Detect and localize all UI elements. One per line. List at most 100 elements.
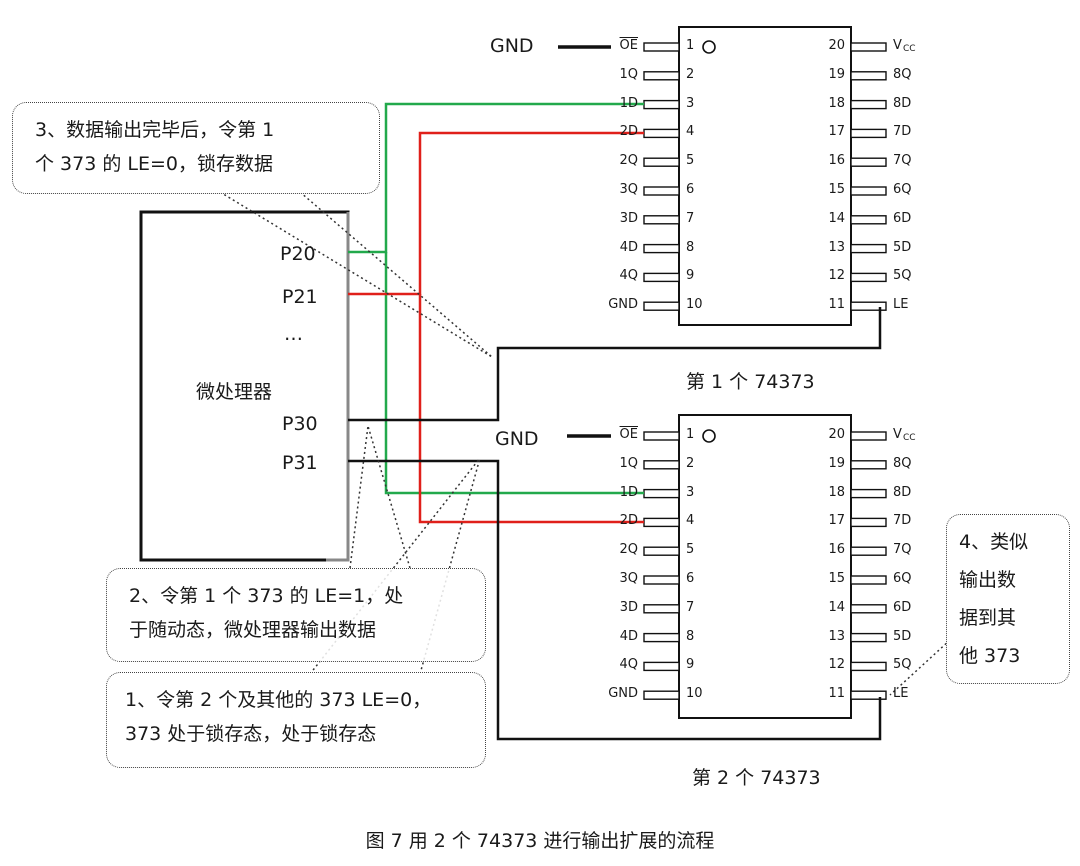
chip2-pin-stub-right-20	[850, 431, 887, 441]
chip2-pin-num-right-18: 18	[828, 484, 845, 500]
chip1-pin-num-left-5: 5	[686, 153, 695, 169]
chip1-pin1-dot	[702, 40, 716, 54]
chip2-pin-num-left-3: 3	[686, 484, 695, 500]
chip2-pin-num-left-4: 4	[686, 513, 695, 529]
callout-step4-line4: 他 373	[959, 645, 1021, 667]
chip1-pin-label-left-9: 4Q	[619, 268, 638, 284]
chip1-pin-num-left-7: 7	[686, 210, 695, 226]
chip1-pin-stub-right-17	[850, 128, 887, 139]
chip1-pin-label-right-11: LE	[893, 297, 909, 313]
leader-step1-b	[419, 457, 481, 675]
chip1-pin-label-right-16: 7Q	[893, 153, 912, 169]
chip1-pin-stub-left-8	[643, 243, 680, 254]
chip1-pin-num-left-2: 2	[686, 66, 695, 82]
chip2-pin-stub-right-11	[850, 690, 887, 700]
chip2-pin-num-right-12: 12	[828, 657, 845, 673]
chip1-pin-num-right-13: 13	[828, 239, 845, 255]
chip2-pin-stubs	[643, 431, 887, 700]
leader-step2-a	[349, 425, 369, 569]
chip1-pin-label-left-1: OE	[619, 38, 638, 53]
callout-step4-line2: 输出数	[959, 569, 1017, 591]
chip1-pin-num-right-19: 19	[828, 66, 845, 82]
chip2-pin-num-right-16: 16	[828, 542, 845, 558]
callout-step3-line2: 个 373 的 LE=0，锁存数据	[35, 153, 273, 175]
chip1-pin-stub-left-10	[643, 301, 680, 311]
chip2-pin-label-left-6: 3Q	[619, 571, 638, 586]
chip1-pin-stub-left-2	[643, 71, 680, 81]
chip1-pin-stub-right-16	[850, 157, 887, 167]
chip2-pin-num-left-6: 6	[686, 571, 695, 586]
callout-step2-line2: 于随动态，微处理器输出数据	[129, 619, 377, 641]
callout-step2-line1: 2、令第 1 个 373 的 LE=1，处	[129, 585, 404, 607]
chip2-pin-num-right-13: 13	[828, 628, 845, 644]
chip1-pin-num-left-8: 8	[686, 239, 695, 255]
chip2-pin-stub-left-8	[643, 632, 680, 643]
chip2-body	[678, 414, 852, 719]
chip2-pin-num-left-10: 10	[686, 686, 703, 702]
chip2-pin-label-right-15: 6Q	[893, 571, 912, 586]
chip1-pin-label-right-20: V	[893, 38, 902, 53]
chip1-pin-num-left-3: 3	[686, 95, 695, 111]
chip1-pin-label-left-7: 3D	[619, 210, 638, 226]
chip2-pin-num-left-2: 2	[686, 455, 695, 471]
chip1-pin-stub-left-5	[643, 157, 680, 167]
mcu-pin-p20: P20	[280, 243, 316, 265]
chip2-pin-stub-left-10	[643, 690, 680, 700]
chip2-pin-label-left-10: GND	[608, 686, 638, 702]
chip1-pin-label-right-19: 8Q	[893, 66, 912, 82]
chip1-pin-label-left-8: 4D	[619, 239, 638, 255]
mcu-label: 微处理器	[196, 381, 273, 403]
chip1-pin-num-right-11: 11	[828, 297, 845, 313]
chip2-pin-sub-right-20: CC	[903, 433, 916, 443]
chip2-pin-num-right-11: 11	[828, 686, 845, 702]
chip1-pin-num-right-17: 17	[828, 124, 845, 140]
chip2-pin-stub-right-14	[850, 604, 887, 614]
chip1-pin-label-left-5: 2Q	[619, 153, 638, 169]
chip2-pin-stub-left-3	[643, 488, 680, 499]
leader-step2-b	[367, 425, 411, 569]
chip2-caption: 第 2 个 74373	[692, 767, 821, 789]
chip2-pin-num-left-8: 8	[686, 628, 695, 644]
chip2-pin-stub-right-18	[850, 488, 887, 499]
chip2-pin-stub-right-15	[850, 575, 887, 585]
chip2-pin-label-left-2: 1Q	[619, 455, 638, 471]
chip2-pin-label-right-17: 7D	[893, 513, 912, 529]
chip1-pin-num-right-12: 12	[828, 268, 845, 284]
mcu-pin-p31: P31	[282, 452, 318, 474]
callout-step4-line3: 据到其	[959, 607, 1017, 629]
callout-step4-line1: 4、类似	[959, 531, 1029, 553]
chip1-pin-stub-right-20	[850, 42, 887, 52]
chip1-pin-num-right-18: 18	[828, 95, 845, 111]
chip2-pin-label-right-20: V	[893, 427, 902, 442]
callout-step1: 1、令第 2 个及其他的 373 LE=0， 373 处于锁存态，处于锁存态	[106, 672, 486, 768]
callout-step3-line1: 3、数据输出完毕后，令第 1	[35, 119, 275, 141]
chip2-pin-stub-left-1	[643, 431, 680, 441]
chip2-pin-num-right-20: 20	[828, 427, 845, 442]
chip2-pin-label-right-12: 5Q	[893, 657, 912, 673]
chip1-pin-stub-left-1	[643, 42, 680, 52]
chip1-pin-stub-right-11	[850, 301, 887, 311]
chip2-pin-label-left-3: 1D	[619, 484, 638, 500]
chip2-pin-num-right-19: 19	[828, 455, 845, 471]
chip2-pin-label-left-8: 4D	[619, 628, 638, 644]
chip1-pin-label-right-13: 5D	[893, 239, 912, 255]
chip1-pin-sub-right-20: CC	[903, 44, 916, 54]
chip1-body	[678, 26, 852, 326]
mcu-pin-p30: P30	[282, 413, 318, 435]
chip2-pin-stub-left-4	[643, 517, 680, 528]
chip2-pin-stub-left-5	[643, 546, 680, 556]
callout-step4: 4、类似 输出数 据到其 他 373	[946, 514, 1070, 684]
le1-wire	[348, 307, 882, 422]
chip2-pin-num-left-1: 1	[686, 427, 695, 442]
chip1-pin-label-left-6: 3Q	[619, 182, 638, 197]
chip1-pin-stub-left-7	[643, 215, 680, 225]
chip1-pin-label-left-3: 1D	[619, 95, 638, 111]
chip1-pin-num-left-9: 9	[686, 268, 695, 284]
chip2-pin-stub-left-2	[643, 460, 680, 470]
chip1-pin-stub-left-9	[643, 272, 680, 283]
chip1-pin-num-right-16: 16	[828, 153, 845, 169]
callout-step3: 3、数据输出完毕后，令第 1 个 373 的 LE=0，锁存数据	[12, 102, 380, 194]
chip2-pin-stub-right-17	[850, 517, 887, 528]
le2-wire	[348, 459, 882, 741]
